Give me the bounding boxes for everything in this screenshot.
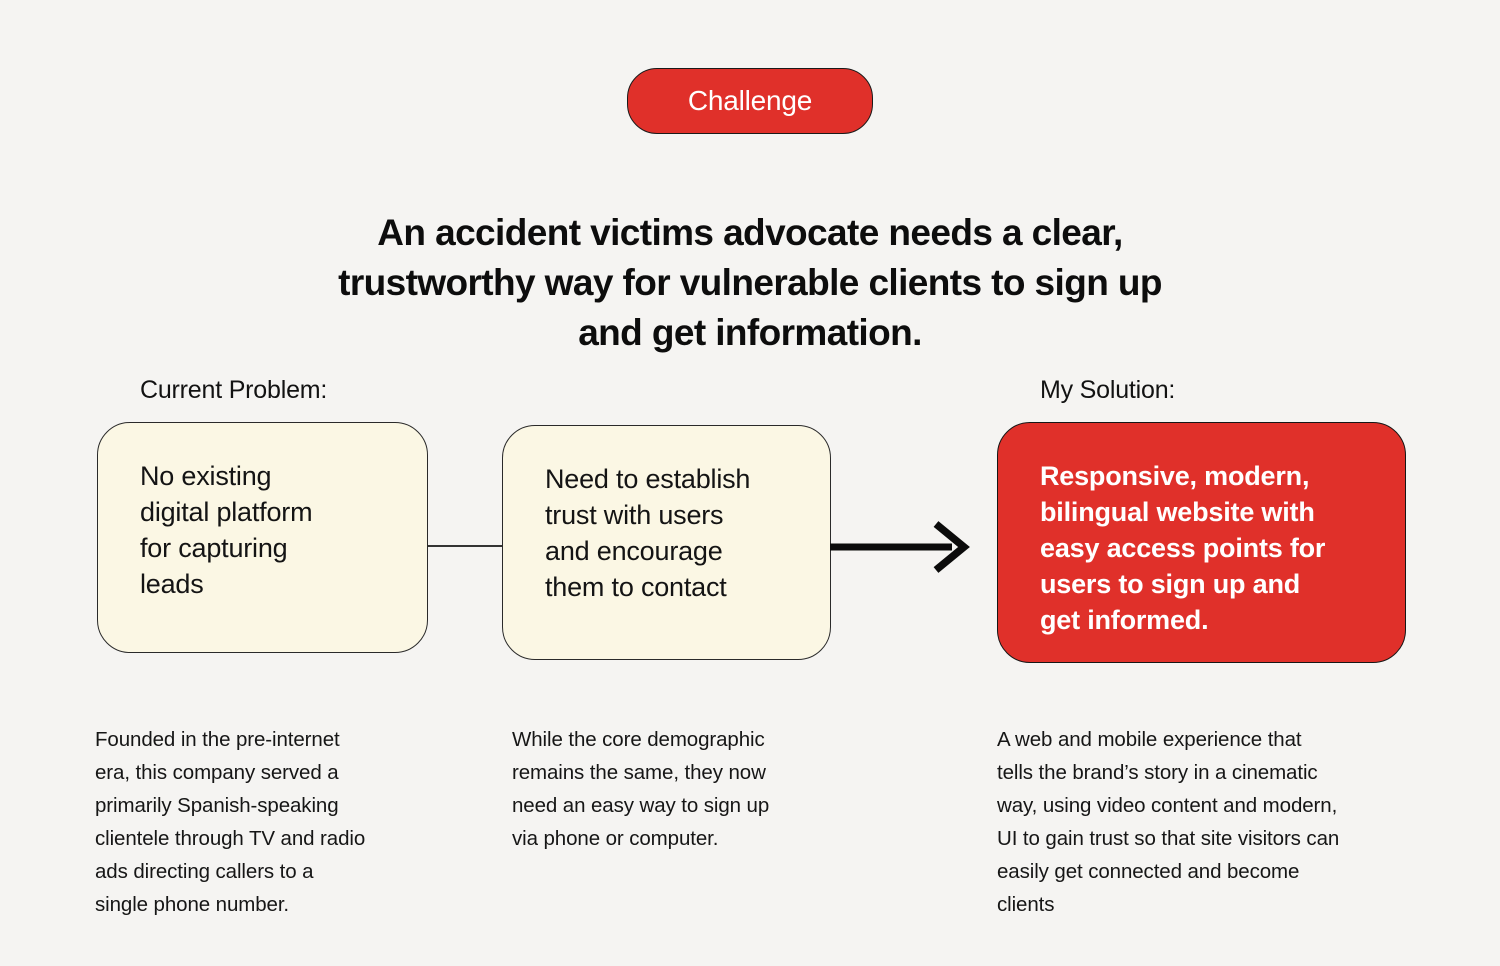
problem-2-description: While the core demographic remains the s… <box>512 727 770 850</box>
my-solution-label: My Solution: <box>1040 376 1176 404</box>
connector-line <box>428 545 502 547</box>
solution-card: Responsive, modern, bilingual website wi… <box>997 422 1406 663</box>
current-problem-label: Current Problem: <box>140 376 328 404</box>
page-title: An accident victims advocate needs a cle… <box>338 211 1162 353</box>
right-arrow-icon <box>830 521 970 573</box>
problem-card-2: Need to establish trust with users and e… <box>502 425 831 660</box>
solution-card-text: Responsive, modern, bilingual website wi… <box>1040 461 1326 635</box>
challenge-badge: Challenge <box>627 68 873 134</box>
problem-card-2-text: Need to establish trust with users and e… <box>545 464 751 602</box>
solution-description: A web and mobile experience that tells t… <box>997 727 1340 916</box>
problem-card-1-text: No existing digital platform for capturi… <box>140 461 313 599</box>
challenge-badge-label: Challenge <box>687 85 813 116</box>
problem-1-description: Founded in the pre-internet era, this co… <box>95 727 366 916</box>
problem-card-1: No existing digital platform for capturi… <box>97 422 428 653</box>
